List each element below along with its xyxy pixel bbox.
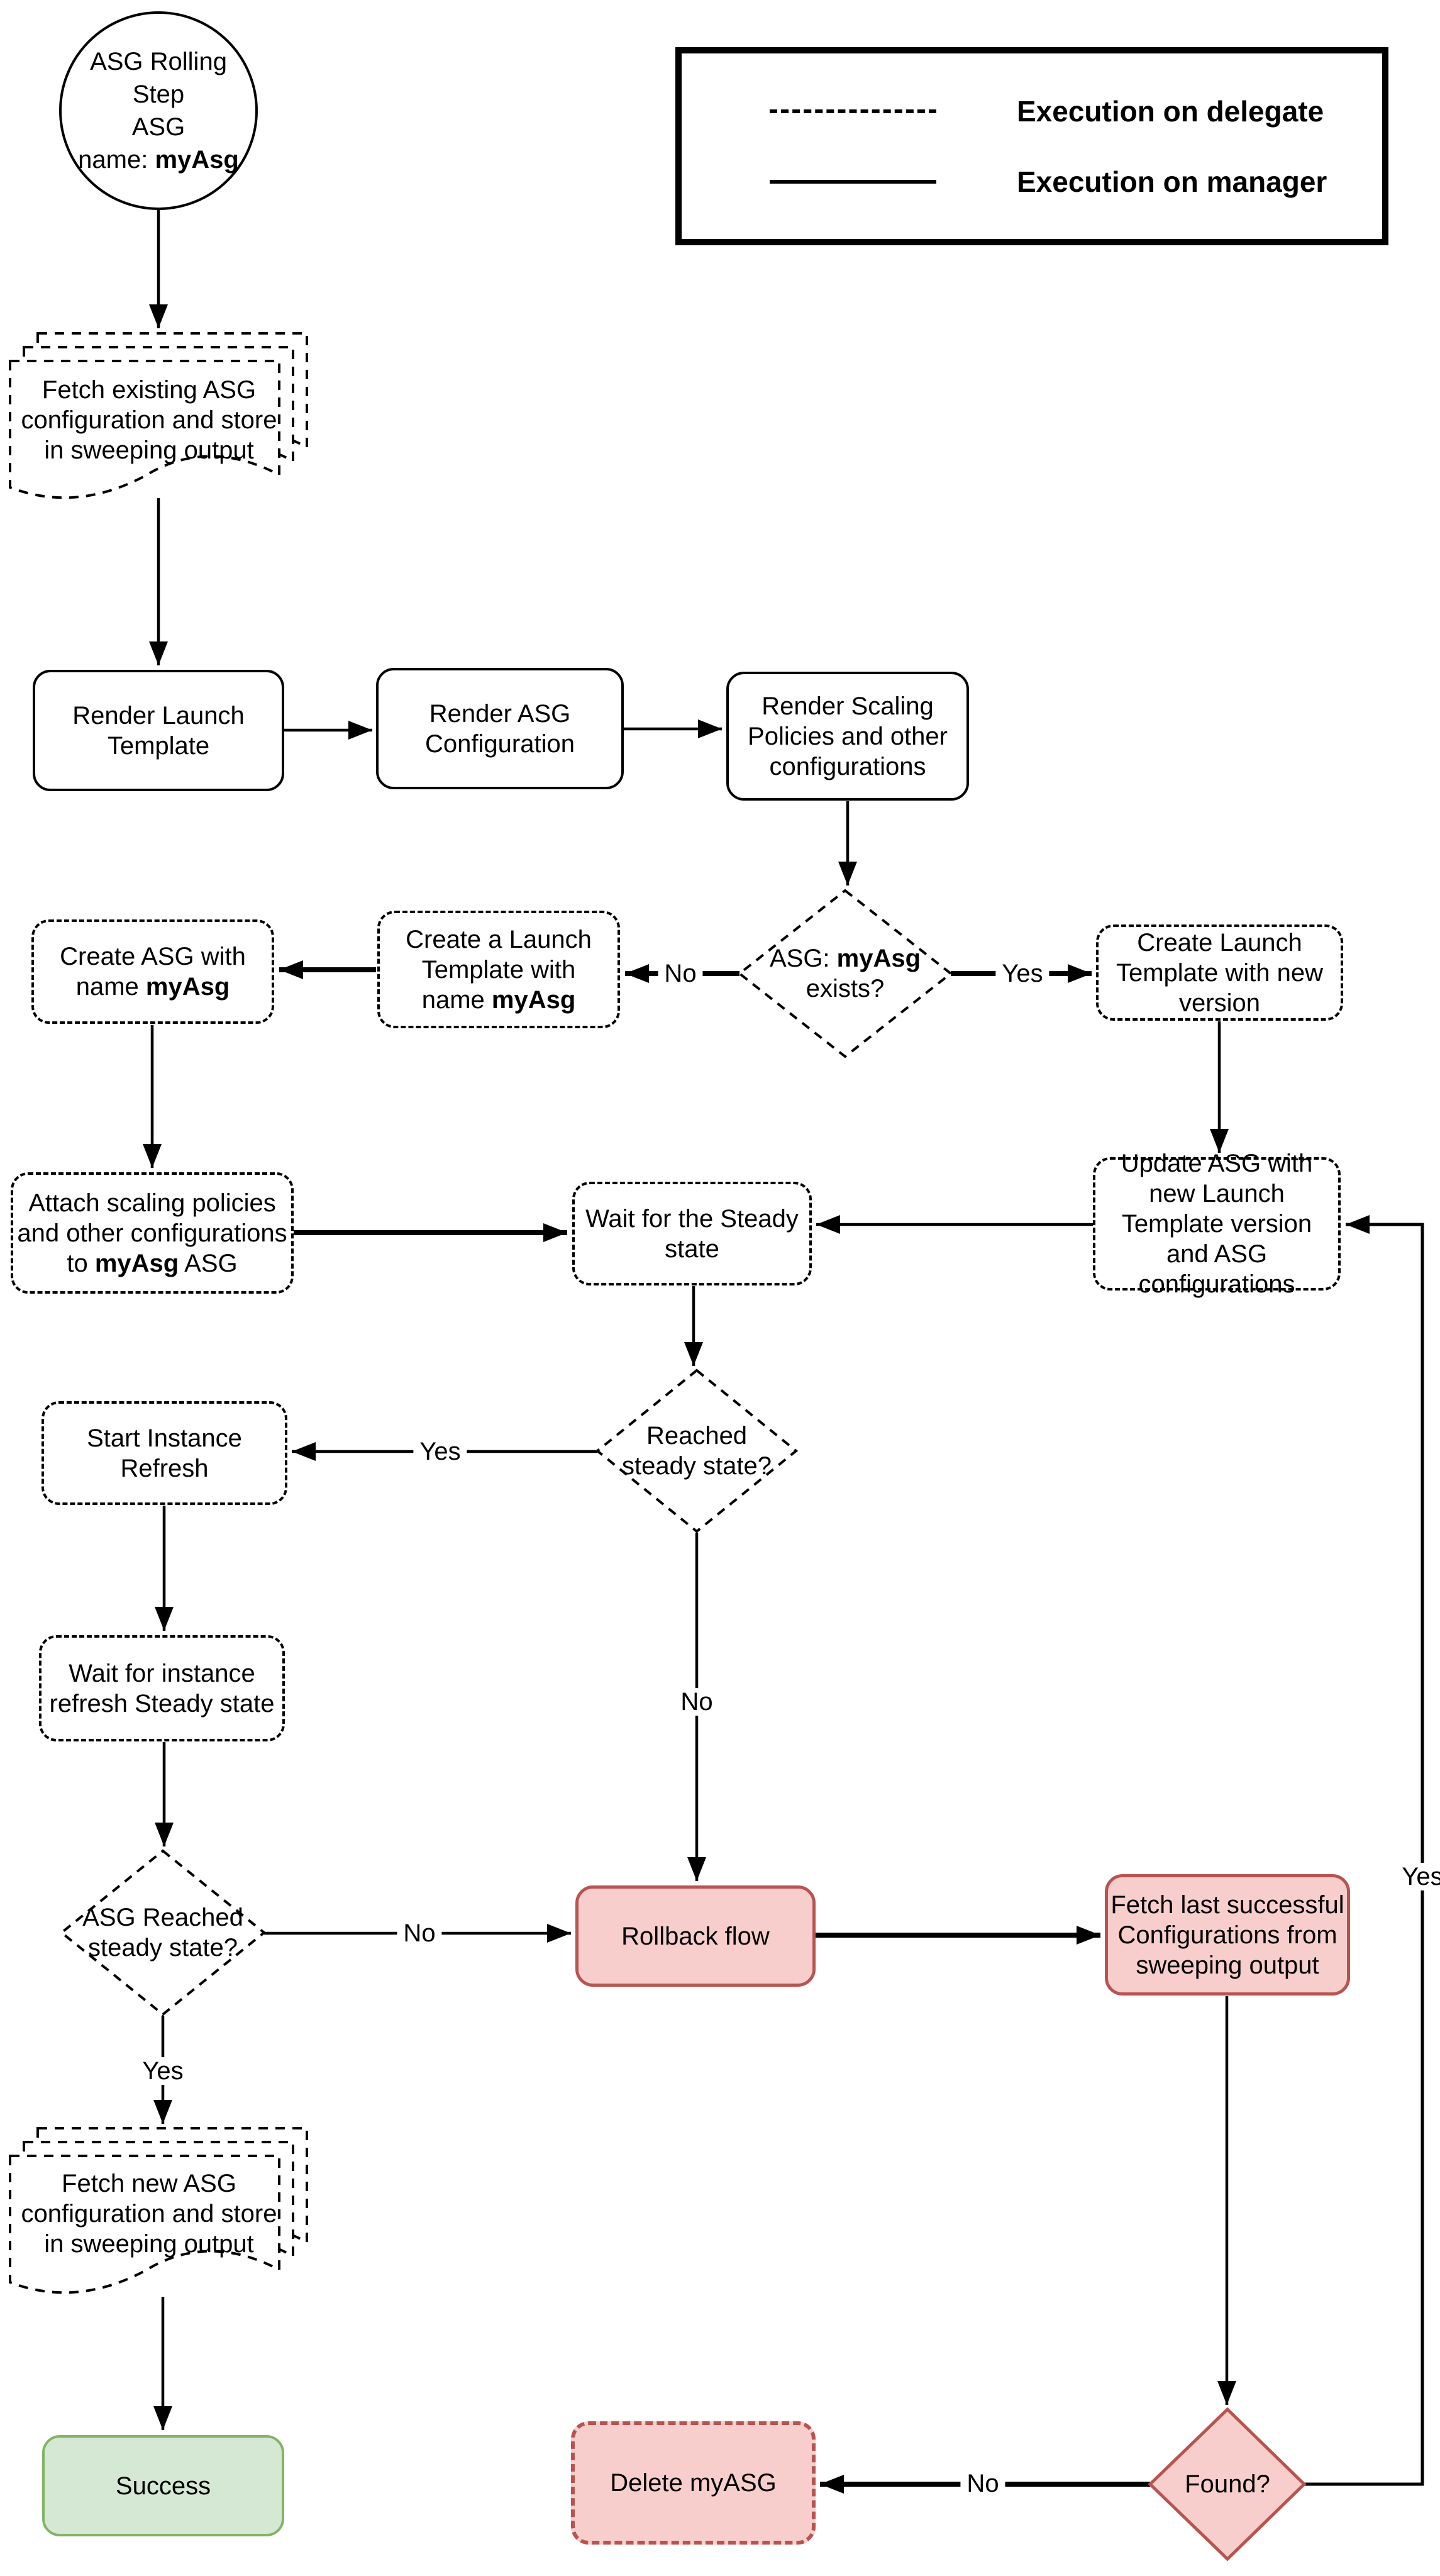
diamond-reached-steady [595, 1368, 799, 1533]
node-render-asg-configuration: Render ASG Configuration [376, 668, 624, 789]
diamond-asg-exists [737, 889, 953, 1058]
node-delete-myasg: Delete myASG [571, 2421, 816, 2545]
diamond-asg-reached-steady [59, 1849, 267, 2016]
edge-label-found-yes: Yes [1395, 1863, 1440, 1890]
legend-delegate-label: Execution on delegate [1017, 94, 1324, 128]
start-line2: ASG [131, 113, 186, 141]
edge-label-found-no: No [960, 2470, 1005, 2497]
node-fetch-existing-label: Fetch existing ASG configuration and sto… [21, 376, 277, 464]
node-asg-exists-label: ASG: myAsg exists? [769, 945, 921, 1002]
node-render-launch-template: Render Launch Template [33, 670, 284, 791]
node-asg-reached-steady-label: ASG Reached steady state? [82, 1904, 243, 1962]
edge-label-exists-yes: Yes [995, 960, 1050, 987]
start-line1: ASG Rolling Step [90, 48, 227, 108]
dashed-line-sample [770, 109, 936, 113]
node-start-circle: ASG Rolling Step ASG name: myAsg [59, 11, 258, 210]
node-start-instance-refresh: Start Instance Refresh [42, 1401, 287, 1505]
legend-box: Execution on delegate Execution on manag… [675, 47, 1388, 245]
solid-line-sample [770, 179, 936, 184]
edge-label-reached-no: No [674, 1688, 719, 1716]
node-render-scaling-policies: Render Scaling Policies and other config… [726, 672, 969, 801]
edge-label-reached-yes: Yes [413, 1438, 467, 1465]
node-success: Success [42, 2435, 284, 2536]
edge-label-asg-reached-no: No [397, 1919, 442, 1947]
legend-row-delegate: Execution on delegate [682, 94, 1382, 128]
node-rollback: Rollback flow [575, 1885, 816, 1987]
diamond-found [1148, 2407, 1307, 2562]
node-wait-steady: Wait for the Steady state [572, 1182, 812, 1285]
start-line3: name: myAsg [78, 146, 239, 174]
node-fetch-last: Fetch last successful Configurations fro… [1105, 1874, 1350, 1996]
edge-found-yes-loop [1304, 1215, 1424, 2486]
legend-row-manager: Execution on manager [682, 165, 1382, 199]
node-create-launch-template-named: Create a Launch Template with name myAsg [377, 911, 620, 1028]
node-create-asg: Create ASG with name myAsg [31, 919, 274, 1024]
node-attach-scaling: Attach scaling policies and other config… [11, 1172, 294, 1294]
node-update-asg: Update ASG with new Launch Template vers… [1093, 1150, 1341, 1298]
legend-manager-label: Execution on manager [1017, 165, 1327, 198]
node-create-launch-template-new: Create Launch Template with new version [1096, 924, 1343, 1021]
node-fetch-new-label: Fetch new ASG configuration and store in… [21, 2170, 277, 2258]
node-reached-steady-label: Reached steady state? [622, 1422, 772, 1480]
edge-label-exists-no: No [658, 960, 703, 987]
edge-label-asg-reached-yes: Yes [136, 2057, 190, 2085]
node-wait-instance-refresh: Wait for instance refresh Steady state [39, 1635, 285, 1741]
multidoc-fetch-new [9, 2127, 308, 2294]
node-found-label: Found? [1185, 2470, 1270, 2498]
multidoc-fetch-existing [9, 332, 308, 499]
